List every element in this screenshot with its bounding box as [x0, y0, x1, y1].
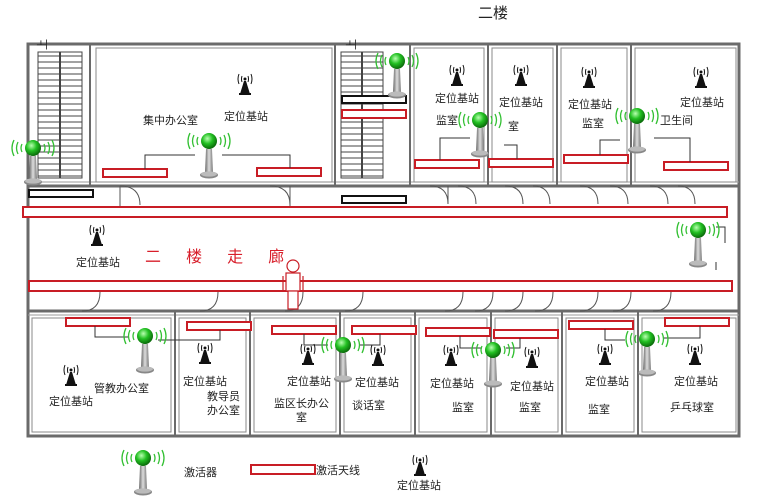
svg-text:定位基站: 定位基站: [585, 374, 629, 388]
activator-icon: [187, 132, 231, 180]
activator-icon: [123, 327, 167, 375]
base-station-icon: [300, 343, 316, 366]
svg-text:定位基站: 定位基站: [76, 255, 120, 269]
stair-up-label-middle: 上: [345, 39, 358, 50]
svg-text:定位基站: 定位基站: [680, 95, 724, 109]
person-figure: [282, 259, 304, 310]
bottom-partitions: [31, 311, 737, 436]
legend-antenna-label: 激活天线: [316, 463, 360, 477]
activator-icon: [625, 330, 669, 378]
base-station-icon: [513, 64, 529, 87]
svg-text:定位基站: 定位基站: [224, 109, 268, 123]
base-station-icon: [197, 342, 213, 365]
svg-text:定位基站: 定位基站: [355, 375, 399, 389]
room-shi: 室: [508, 119, 519, 133]
base-station-icon: [63, 364, 79, 387]
room-jianqu-2: 室: [296, 410, 307, 424]
room-jiaodao-2: 办公室: [207, 403, 240, 417]
top-partitions: [89, 44, 737, 186]
activator-icon: [458, 111, 502, 159]
svg-text:定位基站: 定位基站: [435, 91, 479, 105]
base-station-icon: [443, 344, 459, 367]
svg-text:定位基站: 定位基站: [499, 95, 543, 109]
legend-base-station-label: 定位基站: [397, 478, 441, 492]
base-station-icon: [693, 66, 709, 89]
base-station-icon: [449, 64, 465, 87]
antenna-corridor-lower: [28, 280, 733, 292]
legend-base-station-icon: [412, 454, 428, 477]
svg-text:定位基站: 定位基站: [510, 379, 554, 393]
svg-text:定位基站: 定位基站: [183, 374, 227, 388]
base-station-labels: 定位基站 定位基站 定位基站 定位基站 定位基站 定位基站 定位基站 定位基站 …: [49, 91, 724, 408]
room-weisheng: 卫生间: [660, 113, 693, 127]
activator-icon: [471, 341, 515, 389]
room-jianshi-2: 监室: [582, 116, 604, 130]
room-guanjiao: 管教办公室: [94, 381, 149, 395]
base-station-icon: [687, 343, 703, 366]
room-pingpang: 乒乓球室: [670, 400, 714, 414]
base-station-icon: [370, 344, 386, 367]
base-station-icon: [89, 224, 105, 247]
landing-bars: [28, 95, 407, 204]
base-station-icon: [581, 66, 597, 89]
base-station-icon: [237, 73, 253, 96]
svg-text:定位基站: 定位基站: [430, 376, 474, 390]
connector-lines: [94, 137, 726, 349]
legend: 激活器 激活天线 定位基站: [184, 463, 441, 492]
activation-antennas: [22, 109, 733, 339]
legend-activator-icon: [121, 449, 165, 497]
room-jianshi-5: 监室: [588, 402, 610, 416]
room-jianshi-1: 监室: [436, 113, 458, 127]
room-tanhua: 谈话室: [352, 398, 385, 412]
svg-text:定位基站: 定位基站: [287, 374, 331, 388]
antenna-corridor-upper: [22, 206, 728, 218]
activator-icon: [615, 107, 659, 155]
corridor-label: 二 楼 走 廊: [145, 247, 294, 266]
stair-up-label-left: 上: [36, 39, 49, 50]
room-jizhong: 集中办公室: [143, 113, 198, 127]
svg-text:定位基站: 定位基站: [674, 374, 718, 388]
building-walls: [26, 42, 741, 438]
svg-text:定位基站: 定位基站: [568, 97, 612, 111]
stairs-left: [37, 51, 83, 179]
svg-text:定位基站: 定位基站: [49, 394, 93, 408]
room-jianshi-4: 监室: [519, 400, 541, 414]
base-station-icon: [524, 346, 540, 369]
legend-antenna-swatch: [250, 464, 316, 475]
base-station-icon: [597, 343, 613, 366]
room-jianshi-3: 监室: [452, 400, 474, 414]
room-labels: 集中办公室 监室 室 监室 卫生间 管教办公室 教导员 办公室 监区长办公 室 …: [94, 113, 714, 424]
room-jiaodao-1: 教导员: [207, 390, 240, 403]
doors: [81, 185, 696, 312]
room-jianqu-1: 监区长办公: [274, 397, 329, 410]
floor-title: 二楼: [478, 4, 508, 22]
activator-icon: [676, 221, 720, 269]
legend-activator-label: 激活器: [184, 465, 217, 479]
